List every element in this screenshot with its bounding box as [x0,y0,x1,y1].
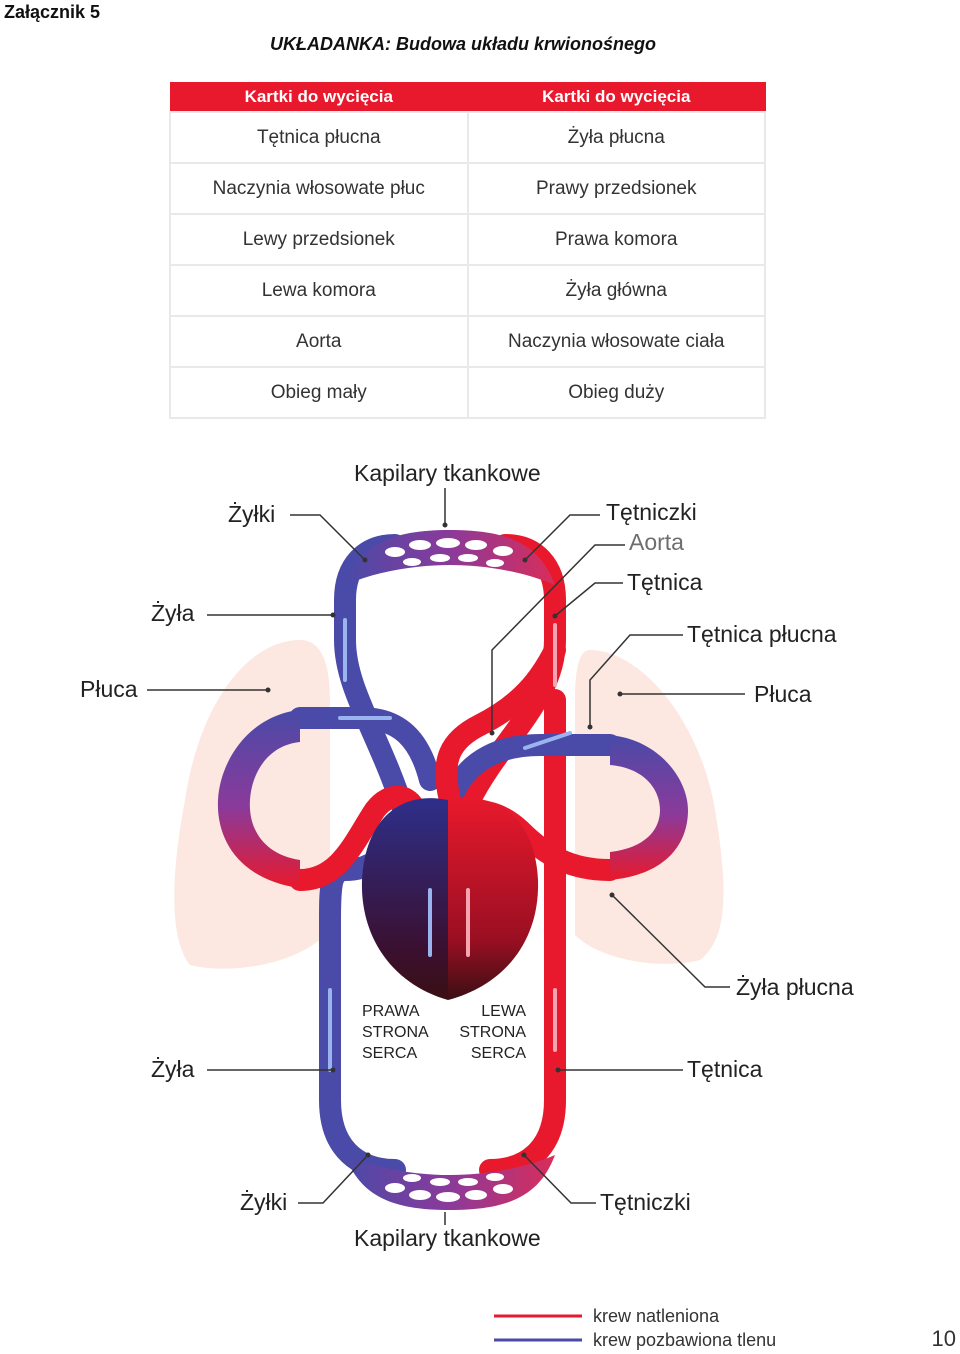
leader-tetnica-upper [554,582,623,617]
card-cell: Obieg duży [466,366,766,419]
legend: krew natleniona krew pozbawiona tlenu [494,1306,776,1350]
heart-right-label-3: SERCA [362,1045,417,1062]
capillary-mesh-top [385,538,513,567]
cards-header-left: Kartki do wycięcia [169,82,468,113]
heart-right-label-1: PRAWA [362,1003,420,1020]
card-cell: Obieg mały [169,366,469,419]
label-zyla-lower: Żyła [151,1056,195,1082]
heart-left-label-1: LEWA [481,1003,526,1020]
page-number: 10 [931,1326,956,1351]
card-cell: Tętnica płucna [169,111,469,164]
label-aorta: Aorta [629,529,684,555]
pulmonary-vein-left [289,785,426,891]
label-zylki-top: Żyłki [228,501,275,527]
label-zylki-bottom: Żyłki [240,1189,287,1215]
leader-dots [265,522,623,1158]
label-zyla-plucna: Żyła płucna [736,974,854,1000]
label-pluca-left: Płuca [80,676,138,702]
card-cell: Lewa komora [169,264,469,317]
leader-zylki-bottom [298,1154,369,1204]
heart-left-label-3: SERCA [471,1045,526,1062]
card-cell: Naczynia włosowate ciała [466,315,766,368]
capillary-mesh-bottom [385,1173,513,1202]
label-kapilary-top: Kapilary tkankowe [354,460,541,486]
label-tetnica-lower: Tętnica [687,1056,763,1082]
card-cell: Żyła płucna [466,111,766,164]
heart-right-label-2: STRONA [362,1024,429,1041]
card-cell: Lewy przedsionek [169,213,469,266]
right-lung-shape [575,650,724,964]
leader-zylki-top [290,514,366,561]
leader-tetniczki-top [524,514,600,561]
capillary-bed-bottom [345,1155,555,1210]
document-title: UKŁADANKA: Budowa układu krwionośnego [270,34,656,54]
leader-tetniczki-bottom [523,1154,596,1204]
lung-capillaries-left [217,710,300,888]
label-pluca-right: Płuca [754,681,812,707]
card-cell: Aorta [169,315,469,368]
leader-zyla-plucna [611,894,730,988]
cards-header-right: Kartki do wycięcia [467,82,766,113]
table-row: Obieg mały Obieg duży [169,366,766,419]
table-row: Lewy przedsionek Prawa komora [169,213,766,266]
legend-label-deoxygenated: krew pozbawiona tlenu [593,1330,776,1350]
arrow-right-top [523,731,572,750]
label-kapilary-bottom: Kapilary tkankowe [354,1225,541,1251]
legend-label-oxygenated: krew natleniona [593,1306,720,1326]
card-cell: Prawa komora [466,213,766,266]
heart-left-side [448,798,539,1000]
table-row: Lewa komora Żyła główna [169,264,766,317]
leader-lines [147,488,745,1225]
attachment-label: Załącznik 5 [4,2,101,22]
cutout-cards-table: Kartki do wycięcia Kartki do wycięcia Tę… [169,82,766,419]
label-zyla-upper: Żyła [151,600,195,626]
label-tetniczki-bottom: Tętniczki [600,1189,691,1215]
label-tetnica-plucna: Tętnica płucna [687,621,837,647]
aorta-arch [435,639,566,811]
lung-capillaries-right [610,735,688,880]
flow-arrows [328,618,572,1072]
table-row: Aorta Naczynia włosowate ciała [169,315,766,368]
heart-right-side [361,798,448,1000]
leader-aorta [491,544,625,733]
table-row: Tętnica płucna Żyła płucna [169,111,766,164]
card-cell: Prawy przedsionek [466,162,766,215]
leader-tetnica-plucna [589,634,683,727]
card-cell: Naczynia włosowate płuc [169,162,469,215]
cards-header-row: Kartki do wycięcia Kartki do wycięcia [169,82,766,113]
label-tetnica-upper: Tętnica [627,569,703,595]
table-row: Naczynia włosowate płuc Prawy przedsione… [169,162,766,215]
capillary-bed-top [345,530,555,585]
label-tetniczki-top: Tętniczki [606,499,697,525]
heart-left-label-2: STRONA [459,1024,526,1041]
card-cell: Żyła główna [466,264,766,317]
